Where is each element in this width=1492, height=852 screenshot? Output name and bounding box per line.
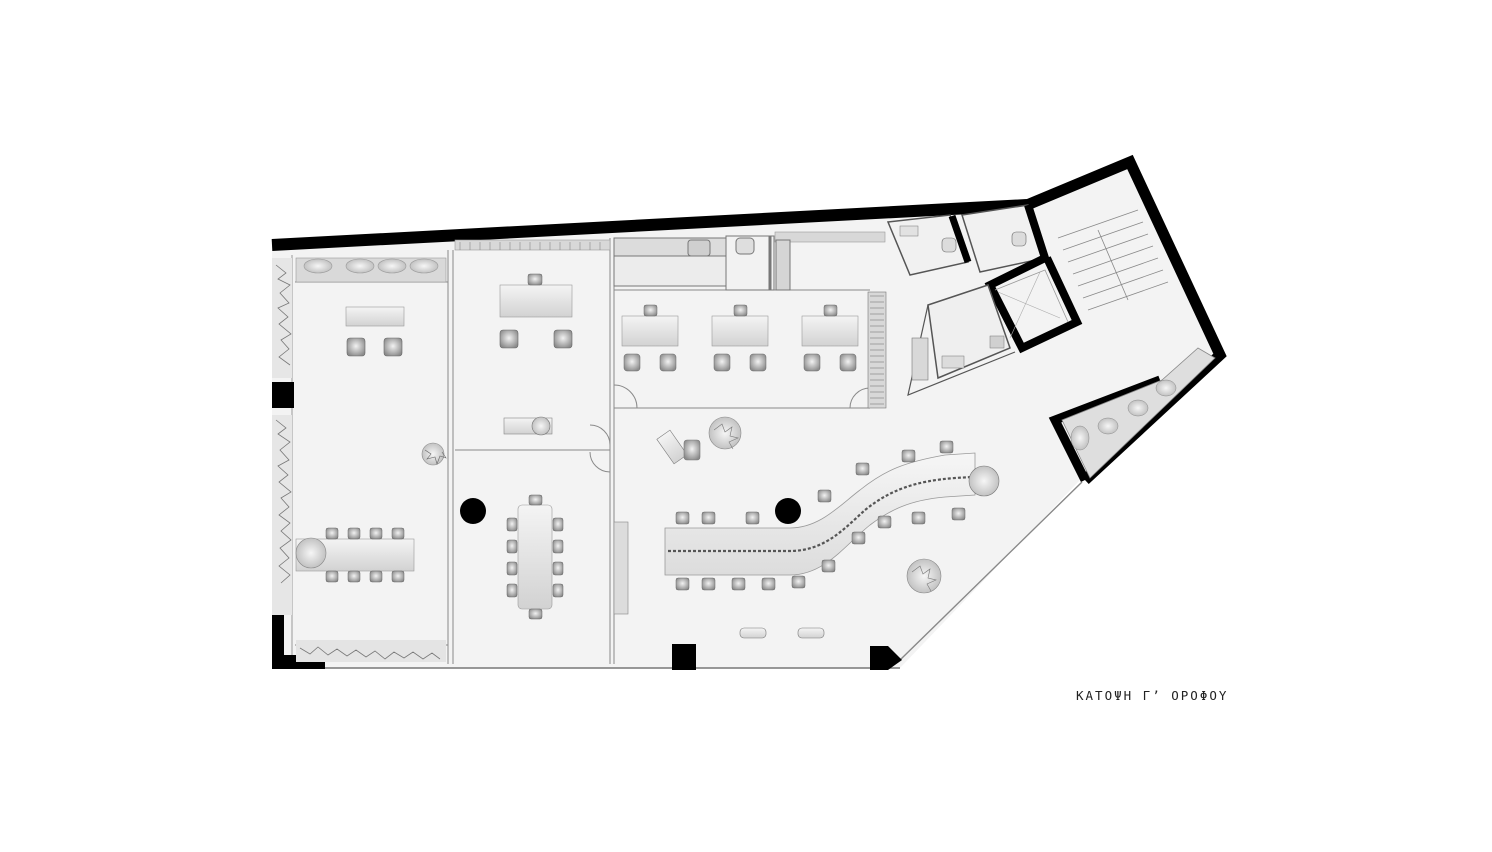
three-desk-office — [621, 291, 887, 409]
south-planter — [296, 640, 446, 662]
plant — [421, 442, 445, 466]
kitchenette — [613, 235, 791, 291]
west-planter — [272, 258, 292, 615]
shelving — [911, 337, 929, 381]
desk — [345, 306, 405, 327]
desk — [499, 284, 573, 318]
meeting-room — [506, 494, 629, 620]
facade-glazing — [899, 481, 1083, 661]
round-column-2 — [775, 498, 801, 524]
cabinet — [613, 521, 629, 615]
conference-table — [517, 504, 553, 610]
chair — [383, 337, 403, 357]
lounge-chairs — [656, 429, 701, 465]
plant — [968, 465, 1000, 497]
north-wall — [271, 199, 1028, 251]
staircase — [1057, 209, 1169, 311]
north-storage-strip — [454, 231, 886, 251]
plant — [295, 537, 327, 569]
stools — [739, 627, 825, 639]
east-lower-wall — [1048, 375, 1162, 483]
chair — [346, 337, 366, 357]
plant — [906, 558, 942, 594]
column-south-1 — [672, 644, 696, 670]
service-core — [886, 203, 1216, 479]
drawing-caption: ΚΑΤΟΨΗ Γ’ ΟΡΟΦΟΥ — [1076, 688, 1229, 703]
serpentine-desk — [664, 452, 976, 576]
open-workspace — [656, 416, 1000, 639]
west-room — [295, 257, 447, 662]
plant — [708, 416, 742, 450]
column-west — [272, 382, 294, 408]
column-south-2 — [870, 646, 902, 670]
desk-planter-line — [668, 475, 973, 553]
office-room — [499, 273, 573, 436]
round-column-1 — [460, 498, 486, 524]
